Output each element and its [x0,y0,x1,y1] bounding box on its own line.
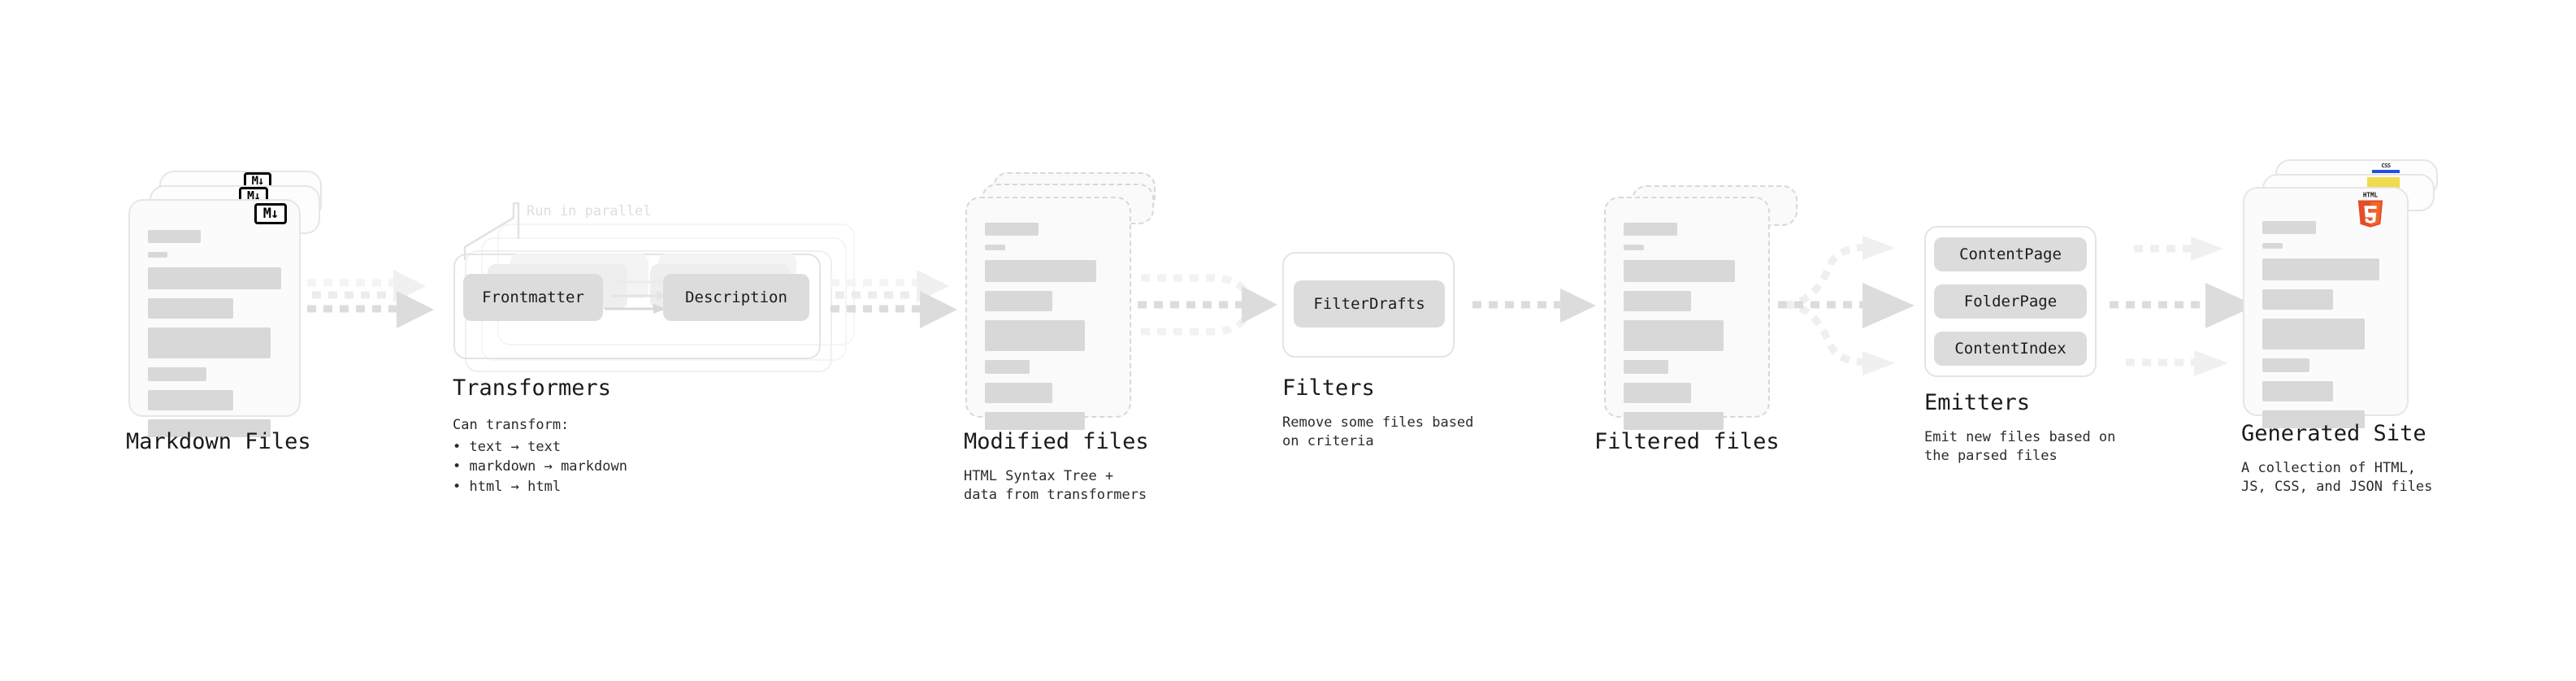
content-bar [1624,383,1691,403]
connector-md-to-transformers [307,270,434,328]
content-bar [2262,381,2334,401]
caption-modified-files: Modified files HTML Syntax Tree + data f… [964,429,1149,505]
connector-modified-to-filters [1138,274,1277,336]
stage-title: Filters [1282,375,1375,401]
content-bar [2262,243,2283,249]
content-bar [148,252,167,258]
stage-subtitle: HTML Syntax Tree + data from transformer… [964,468,1147,503]
transform-bullet: markdown → markdown [453,457,627,477]
filter-group [1282,252,1455,358]
markdown-logo-text: M↓ [246,189,261,203]
css-logo: CSS [2372,163,2400,173]
plugin-chip-label: ContentPage [1959,245,2062,263]
content-bar [985,412,1086,430]
plugin-chip-label: FolderPage [1963,293,2058,310]
caption-generated-site: Generated Site A collection of HTML, JS,… [2241,421,2432,497]
content-bar [1624,412,1724,430]
content-bar [2262,319,2366,349]
content-bar [985,245,1005,250]
plugin-chip-frontmatter[interactable]: Frontmatter [463,274,603,321]
markdown-card-front [128,199,301,437]
transform-subtitle: Can transform: [453,417,570,433]
plugin-chip-label: Description [685,288,787,306]
stage-title: Filtered files [1594,429,1780,454]
markdown-logo: M↓ [254,203,287,224]
stage-title: Generated Site [2241,421,2426,446]
caption-markdown-files: Markdown Files [126,429,311,454]
stage-subtitle: A collection of HTML, JS, CSS, and JSON … [2241,460,2433,495]
content-bar [148,419,271,437]
transform-bullet: text → text [453,437,627,458]
content-bar [1624,223,1677,236]
plugin-chip-folderpage[interactable]: FolderPage [1934,284,2087,319]
plugin-chip-description[interactable]: Description [663,274,809,321]
doc-content-lines [1624,223,1750,439]
stage-title: Emitters [1924,390,2031,415]
plugin-chip-contentpage[interactable]: ContentPage [1934,237,2087,271]
markdown-logo-text: M↓ [251,175,265,188]
caption-filters: Filters Remove some files based on crite… [1282,375,1473,451]
run-in-parallel-label: Run in parallel [527,203,652,219]
plugin-chip-label: ContentIndex [1954,340,2066,358]
stage-subtitle: Emit new files based on the parsed files [1924,429,2116,464]
connector-filtered-to-emitters [1778,236,1915,375]
content-bar [985,383,1052,403]
markdown-logo-text: M↓ [262,205,280,222]
connector-transformers-to-modified [830,270,957,328]
content-bar [2262,258,2379,280]
svg-text:HTML: HTML [2363,192,2379,199]
stage-title: Modified files [964,429,1149,454]
content-bar [1624,245,1644,250]
site-card-front [2243,187,2409,428]
content-bar [1624,360,1668,374]
content-bar [148,267,281,289]
content-bar [148,298,233,319]
content-bar [2262,221,2316,234]
content-bar [148,390,233,410]
content-bar [1624,260,1736,282]
content-bar [148,327,271,358]
plugin-chip-filterdrafts[interactable]: FilterDrafts [1294,280,1445,327]
plugin-chip-label: FilterDrafts [1313,295,1425,313]
css-logo-text: CSS [2381,163,2391,169]
doc-content-lines [2262,221,2389,437]
content-bar [148,367,207,381]
content-bar [148,230,201,243]
content-bar [985,223,1039,236]
filtered-card-front [1604,197,1770,430]
run-in-parallel-bracket [463,202,520,260]
caption-filtered-files: Filtered files [1594,429,1780,454]
plugin-chip-contentindex[interactable]: ContentIndex [1934,332,2087,366]
emitter-group [1924,226,2097,377]
content-bar [1624,291,1691,311]
stage-title: Transformers [453,375,612,401]
doc-content-lines [148,230,281,446]
caption-emitters: Emitters Emit new files based on the par… [1924,390,2115,466]
modified-card-front [965,197,1131,430]
content-bar [985,291,1052,311]
caption-transformers: Transformers Can transform: text → text … [453,375,627,497]
content-bar [985,260,1097,282]
content-bar [985,360,1030,374]
content-bar [2262,289,2334,310]
content-bar [2262,358,2309,372]
transform-bullet: html → html [453,477,627,497]
content-bar [1624,320,1724,351]
connector-emitters-to-site [2110,236,2256,376]
transform-bullet-list: text → text markdown → markdown html → h… [453,437,627,497]
content-bar [2262,410,2366,428]
html5-logo: HTML [2357,192,2383,228]
connector-filters-to-filtered [1472,288,1596,323]
doc-content-lines [985,223,1112,439]
content-bar [985,320,1086,351]
stage-subtitle: Remove some files based on criteria [1282,414,1474,449]
plugin-chip-label: Frontmatter [482,288,584,306]
stage-title: Markdown Files [126,429,311,454]
